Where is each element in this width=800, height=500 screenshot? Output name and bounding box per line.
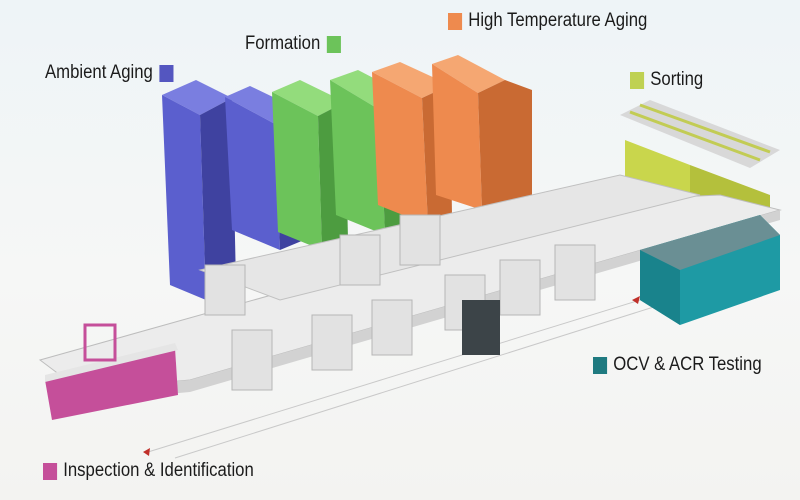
legend-label: Ambient Aging [45,62,153,83]
inspection-identification-color-swatch [43,462,58,480]
floor-guide-lines [147,299,661,459]
red-marker [632,296,640,304]
legend-ocv-acr-testing: OCV & ACR Testing [593,354,762,376]
formation-color-swatch [326,35,341,53]
high-temperature-aging-color-swatch [448,12,463,30]
legend-inspection-identification: Inspection & Identification [43,460,254,482]
dark-cabinet [462,300,500,355]
ocv-acr-testing-station [640,215,780,325]
inspection-station [45,323,178,420]
ambient-aging-color-swatch [158,64,174,82]
sorting-color-swatch [630,71,645,89]
legend-label: High Temperature Aging [468,10,648,31]
legend-ambient-aging: Ambient Aging [45,62,174,84]
high-temperature-aging-racks [372,55,532,225]
legend-label: Formation [245,33,321,54]
legend-label: OCV & ACR Testing [613,354,762,375]
red-marker [143,448,150,456]
legend-formation: Formation [245,33,341,55]
legend-label: Sorting [650,69,704,90]
legend-high-temperature-aging: High Temperature Aging [448,10,647,32]
legend-sorting: Sorting [630,69,703,91]
ocv-acr-testing-color-swatch [593,356,608,374]
test-cabinets [204,214,596,391]
legend-label: Inspection & Identification [63,460,254,481]
